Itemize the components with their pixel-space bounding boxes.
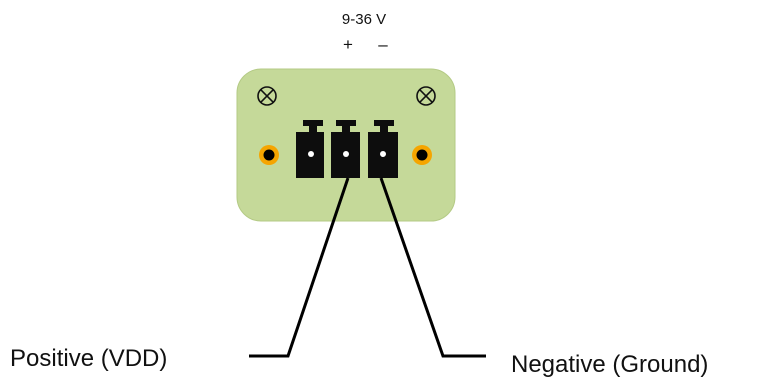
screw-icon bbox=[416, 86, 436, 106]
terminal-pin-icon bbox=[331, 120, 360, 178]
terminal-pin-icon bbox=[368, 120, 398, 178]
terminal-block bbox=[296, 120, 398, 178]
terminal-pin-icon bbox=[296, 120, 324, 178]
mounting-hole-icon bbox=[412, 145, 432, 165]
positive-lead-label: Positive (VDD) bbox=[10, 345, 167, 372]
negative-wire bbox=[379, 177, 486, 358]
voltage-label: 9-36 V bbox=[342, 11, 386, 28]
screw-icon bbox=[257, 86, 277, 106]
positive-sign: + bbox=[343, 35, 353, 54]
negative-lead-label: Negative (Ground) bbox=[511, 351, 708, 378]
positive-wire bbox=[249, 177, 350, 358]
negative-sign: – bbox=[378, 35, 388, 54]
mounting-hole-icon bbox=[259, 145, 279, 165]
